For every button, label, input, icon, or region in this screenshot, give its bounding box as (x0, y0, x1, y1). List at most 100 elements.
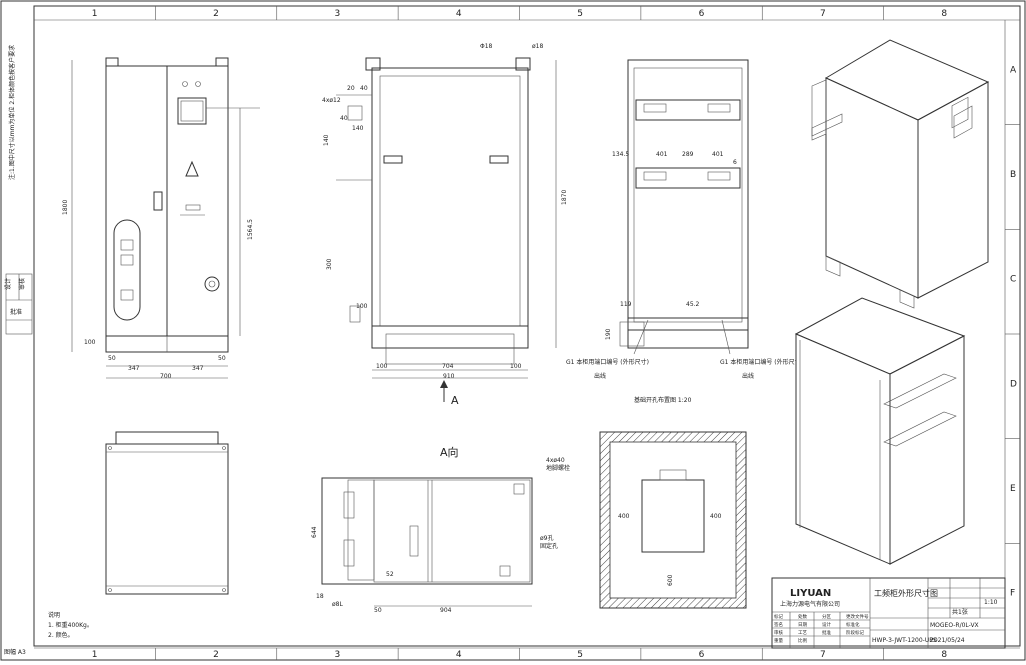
company-name: 上海力源电气有限公司 (780, 600, 840, 608)
dim-side-vert-b: 100 (356, 303, 368, 310)
title-block-cell: 更改文件号 (846, 613, 869, 620)
zone-col-label: 8 (941, 650, 947, 660)
title-block-cell: 标记 (774, 613, 783, 620)
zone-row-label: C (1010, 275, 1016, 285)
a-view-side: ø9孔 (540, 534, 554, 542)
foundation-layout: 基础开孔布置图 1:20 400 400 600 (599, 396, 747, 609)
a-view-dim-a: 52 (386, 571, 394, 578)
dim-side-total: 910 (443, 373, 455, 380)
dim-side-top-hole-a: Φ18 (480, 43, 493, 50)
zone-col-label: 7 (820, 650, 826, 660)
sheet-format-label: 图幅 A3 (4, 648, 26, 656)
foundation-dim-bottom: 600 (667, 574, 674, 586)
zone-col-label: 7 (820, 9, 826, 19)
margin-cell-3: 批准 (10, 308, 22, 316)
zone-col-label: 1 (92, 9, 98, 19)
title-block-cell: 重量 (774, 637, 783, 644)
dim-side-top-c: 40 (340, 115, 348, 122)
dim-side-mid: 704 (442, 363, 454, 370)
zone-col-label: 4 (456, 9, 462, 19)
dim-front-subheight: 1564.5 (247, 219, 254, 240)
dim-rear-e: 6 (733, 159, 737, 166)
foundation-title: 基础开孔布置图 1:20 (634, 396, 692, 404)
rear-sub-right: 出线 (742, 372, 754, 380)
zone-col-label: 4 (456, 650, 462, 660)
a-view-dim-left: 644 (311, 526, 318, 538)
rear-view: 134.5 401 289 401 6 119 45.2 190 G1 本柜用端… (566, 59, 803, 380)
drawing-scale: 1:10 (984, 599, 998, 606)
side-slot (383, 155, 403, 164)
title-block-cells: 标记处数分区更改文件号签名日期设计标准化审核工艺批准阶段标记重量比例 (774, 613, 869, 644)
rear-rail-mid (635, 167, 741, 189)
rear-sub-left: 出线 (594, 372, 606, 380)
brand-logo (185, 204, 201, 211)
dim-front-height: 1800 (62, 200, 69, 215)
dim-side-depth-b: 140 (323, 134, 330, 146)
zone-col-label: 6 (699, 650, 705, 660)
a-view-dim-b: 50 (374, 607, 382, 614)
title-block-cell: 批准 (822, 629, 831, 636)
a-view-dim-e: ø8L (332, 601, 343, 608)
dim-side-depth-a: 140 (352, 125, 364, 132)
isometric-view-bottom (794, 297, 966, 565)
zone-row-label: E (1010, 484, 1016, 494)
dim-rear-bottom-c: 190 (605, 328, 612, 340)
zone-col-label: 5 (577, 9, 583, 19)
title-block-cell: 签名 (774, 621, 783, 628)
dim-rear-b: 401 (656, 151, 668, 158)
title-block-cell: 分区 (822, 613, 831, 620)
zone-col-label: 3 (334, 9, 340, 19)
zone-row-label: A (1010, 65, 1017, 75)
rear-rail-top (635, 99, 741, 121)
emergency-stop-icon (204, 276, 220, 292)
title-block-cell: 阶段标记 (846, 629, 864, 636)
dim-side-vert-a: 300 (326, 258, 333, 270)
dim-front-right-half: 347 (192, 365, 204, 372)
a-view-outline (321, 477, 533, 585)
warning-triangle-icon (185, 160, 199, 177)
zone-row-label: F (1010, 589, 1015, 599)
a-direction-view: A向 4xø40 地脚螺栓 ø9孔 固定孔 644 52 50 904 18 ø… (311, 445, 570, 614)
rear-note-right: G1 本柜用端口编号 (外形尺寸) (720, 358, 803, 366)
zone-col-label: 5 (577, 650, 583, 660)
front-view: 1800 1564.5 100 50 50 347 347 700 (62, 57, 260, 380)
title-block-cell: 工艺 (798, 630, 807, 636)
title-block-cell: 日期 (798, 622, 807, 628)
dim-side-height: 1870 (561, 190, 568, 205)
margin-cell-2: 审核 (18, 278, 26, 290)
indicator-light (182, 81, 188, 87)
a-view-hole: 4xø40 (546, 457, 565, 464)
dim-front-left-half: 347 (128, 365, 140, 372)
side-base (371, 325, 529, 349)
dim-rear-bottom-a: 119 (620, 301, 632, 308)
dim-side-left-base: 100 (376, 363, 388, 370)
notes-heading: 说明 (48, 611, 60, 619)
dim-rear-c: 289 (682, 151, 694, 158)
zone-col-label: 8 (941, 9, 947, 19)
a-view-hole-sub: 地脚螺栓 (546, 464, 570, 472)
rear-frame (627, 59, 749, 331)
dim-side-top-b: 40 (360, 85, 368, 92)
hmi-screen (177, 97, 207, 125)
title-block-cell: 标准化 (846, 621, 860, 628)
side-view: 20 40 4xø12 40 140 140 300 100 1870 Φ18 … (322, 43, 568, 407)
sheet-count: 共1张 (952, 608, 968, 616)
zone-row-label: B (1010, 170, 1016, 180)
title-block-cell: 比例 (798, 637, 807, 644)
rear-note-left: G1 本柜用端口编号 (外形尺寸) (566, 358, 649, 366)
isometric-view-top (811, 39, 990, 309)
dim-side-top-hole-b: ø18 (532, 43, 543, 50)
rear-base (627, 317, 749, 349)
a-view-dim-d: 18 (316, 593, 324, 600)
doc-number: HWP-3-JWT-1200-UPS (872, 637, 937, 644)
inner-frame (33, 5, 1021, 647)
iso-bottom-shelf (883, 373, 957, 409)
dim-front-left-foot: 50 (108, 355, 116, 362)
zone-col-label: 6 (699, 9, 705, 19)
top-view (105, 431, 229, 595)
